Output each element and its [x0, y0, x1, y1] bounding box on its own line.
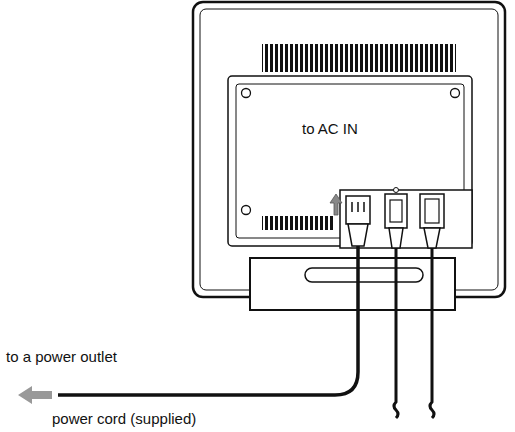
- panel-edge: [236, 84, 464, 238]
- panel: [228, 76, 472, 246]
- signal-cable: [430, 248, 434, 418]
- stand: [250, 258, 455, 310]
- vga-connector: [385, 194, 407, 228]
- plug-pins: [352, 202, 364, 212]
- dvi-connector: [420, 194, 444, 228]
- insert-arrow: [330, 194, 342, 215]
- housing-inner: [200, 9, 498, 290]
- connector-label: to AC IN: [300, 120, 360, 138]
- housing: [193, 2, 505, 297]
- stand-slot: [305, 268, 423, 282]
- ac-plug: [346, 196, 370, 224]
- vent: [262, 44, 456, 72]
- connector-bay: [340, 190, 472, 248]
- signal-cable: [394, 248, 398, 418]
- cord-label: to a power outlet: [6, 348, 117, 366]
- plug-body: [348, 224, 368, 246]
- power-cord: [58, 246, 358, 395]
- vent-lower: [262, 216, 334, 230]
- cord-label: power cord (supplied): [52, 410, 196, 428]
- outlet-arrow: [18, 386, 52, 404]
